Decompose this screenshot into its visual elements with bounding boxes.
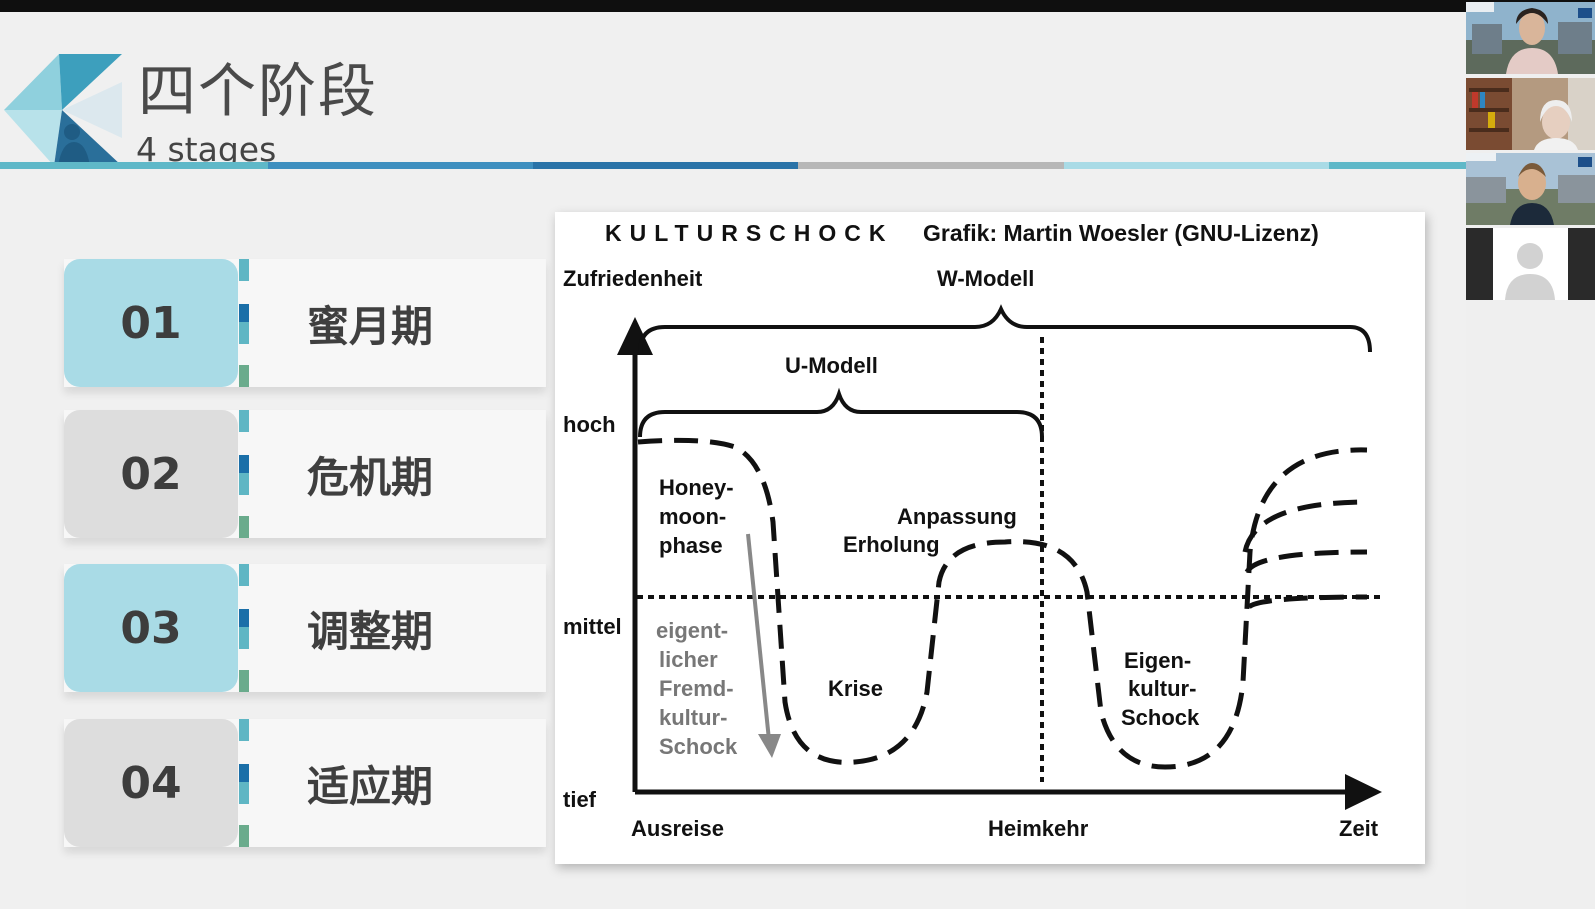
annotation-crisis: Krise (828, 676, 883, 701)
stage-number: 01 (64, 259, 238, 387)
y-level-mid: mittel (563, 614, 622, 639)
stage-divider (238, 564, 252, 692)
u-model-label: U-Modell (785, 353, 878, 378)
participant-video-3[interactable] (1466, 153, 1595, 225)
y-axis-label: Zufriedenheit (563, 266, 703, 291)
annotation-own-culture-shock: Eigen- kultur- Schock (1121, 648, 1203, 730)
header-stripe (268, 162, 533, 169)
w-model-bracket (638, 304, 1372, 353)
x-marker-return: Heimkehr (988, 816, 1089, 841)
annotation-foreign-shock: eigent- licher Fremd- kultur- Schock (656, 618, 740, 759)
stage-label: 适应期 (307, 761, 434, 811)
header-stripe (798, 162, 1064, 169)
stage-number: 04 (64, 719, 238, 847)
stage-item: 02 危机期 (64, 410, 554, 538)
video-thumbnail (1466, 153, 1595, 225)
video-thumbnail (1466, 78, 1595, 150)
header-stripe (533, 162, 798, 169)
video-thumbnail (1466, 2, 1595, 74)
chart-credit: Grafik: Martin Woesler (GNU-Lizenz) (923, 220, 1319, 246)
header-stripe (1064, 162, 1329, 169)
x-axis-arrow (1345, 774, 1382, 810)
header-stripe (1329, 162, 1466, 169)
header-stripe (0, 162, 268, 169)
avatar (1493, 228, 1568, 300)
curve-main (637, 437, 1368, 770)
w-model-label: W-Modell (937, 266, 1034, 291)
u-model-bracket (638, 387, 1044, 438)
stage-divider (238, 259, 252, 387)
annotation-adaptation: Anpassung Erholung (843, 504, 1023, 557)
x-marker-departure: Ausreise (631, 816, 724, 841)
y-axis-arrow (617, 317, 653, 355)
y-level-low: tief (563, 787, 597, 812)
stage-label: 蜜月期 (307, 301, 434, 351)
stage-item: 03 调整期 (64, 564, 554, 692)
participant-video-2[interactable] (1466, 78, 1595, 150)
curve-variant (1242, 499, 1368, 553)
participant-video-1[interactable] (1466, 2, 1595, 74)
decline-arrow-head (758, 734, 781, 758)
annotation-honeymoon: Honey- moon- phase (659, 475, 740, 558)
stage-divider (238, 719, 252, 847)
curve-variant (1247, 594, 1368, 610)
stage-label: 危机期 (307, 452, 434, 502)
stage-item: 01 蜜月期 (64, 259, 554, 387)
stage-number: 03 (64, 564, 238, 692)
chart-svg: KULTURSCHOCK Grafik: Martin Woesler (GNU… (563, 220, 1382, 841)
stage-divider (238, 410, 252, 538)
decline-arrow (746, 533, 771, 741)
x-marker-time: Zeit (1339, 816, 1379, 841)
stage-label: 调整期 (307, 606, 434, 656)
curve-variant (1244, 549, 1368, 574)
participant-video-4[interactable] (1466, 228, 1595, 300)
presentation-slide: 四个阶段 4 stages 01 蜜月期 02 危机期 03 (0, 12, 1466, 909)
chart-title: KULTURSCHOCK (605, 220, 894, 246)
slide-title: 四个阶段 (138, 57, 379, 125)
culture-shock-chart: KULTURSCHOCK Grafik: Martin Woesler (GNU… (555, 212, 1425, 864)
y-level-high: hoch (563, 412, 616, 437)
top-bar (0, 0, 1595, 12)
stage-item: 04 适应期 (64, 719, 554, 847)
stage-number: 02 (64, 410, 238, 538)
logo-icon (4, 54, 122, 166)
user-placeholder-icon (1505, 243, 1555, 300)
